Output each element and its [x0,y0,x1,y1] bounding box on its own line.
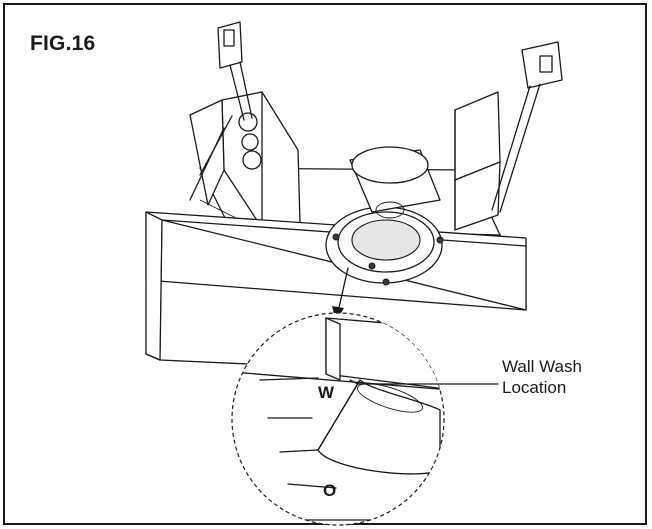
right-hanger-bar [491,41,563,213]
mark-o: O [323,481,336,500]
mark-w: W [318,383,335,402]
figure-label: FIG.16 [30,32,96,55]
trim-ring [325,146,444,286]
left-hanger-bar [189,21,253,201]
left-bracket-panel [189,91,301,229]
callout-line-2: Location [502,378,567,397]
right-bracket-panel [454,91,501,231]
callout-line-1: Wall Wash [502,357,582,376]
detail-magnifier: W O [231,312,445,526]
wall-wash-callout: Wall Wash Location [502,356,582,398]
